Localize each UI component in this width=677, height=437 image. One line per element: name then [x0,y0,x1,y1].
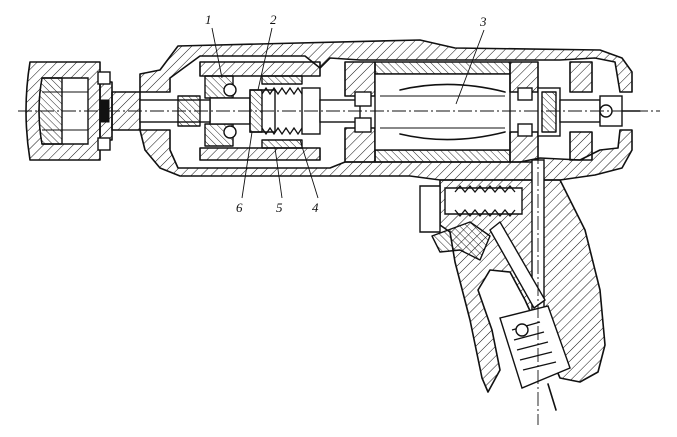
part-label-6: 6 [236,200,243,215]
leader-3 [455,29,485,105]
part-label-4: 4 [312,200,319,215]
pistol-grip [419,159,606,411]
rear-valve [537,61,641,161]
leader-2 [257,27,273,91]
housing [139,39,633,181]
callouts: 1 2 3 4 5 6 [205,12,487,215]
leader-6 [241,131,253,199]
air-motor [344,61,539,163]
part-label-2: 2 [270,12,277,27]
drive-shaft [139,95,361,127]
leader-1 [211,27,223,79]
part-label-1: 1 [205,12,212,27]
part-label-5: 5 [276,200,283,215]
leader-5 [274,147,283,199]
part-label-3: 3 [479,14,487,29]
leader-4 [299,139,319,199]
